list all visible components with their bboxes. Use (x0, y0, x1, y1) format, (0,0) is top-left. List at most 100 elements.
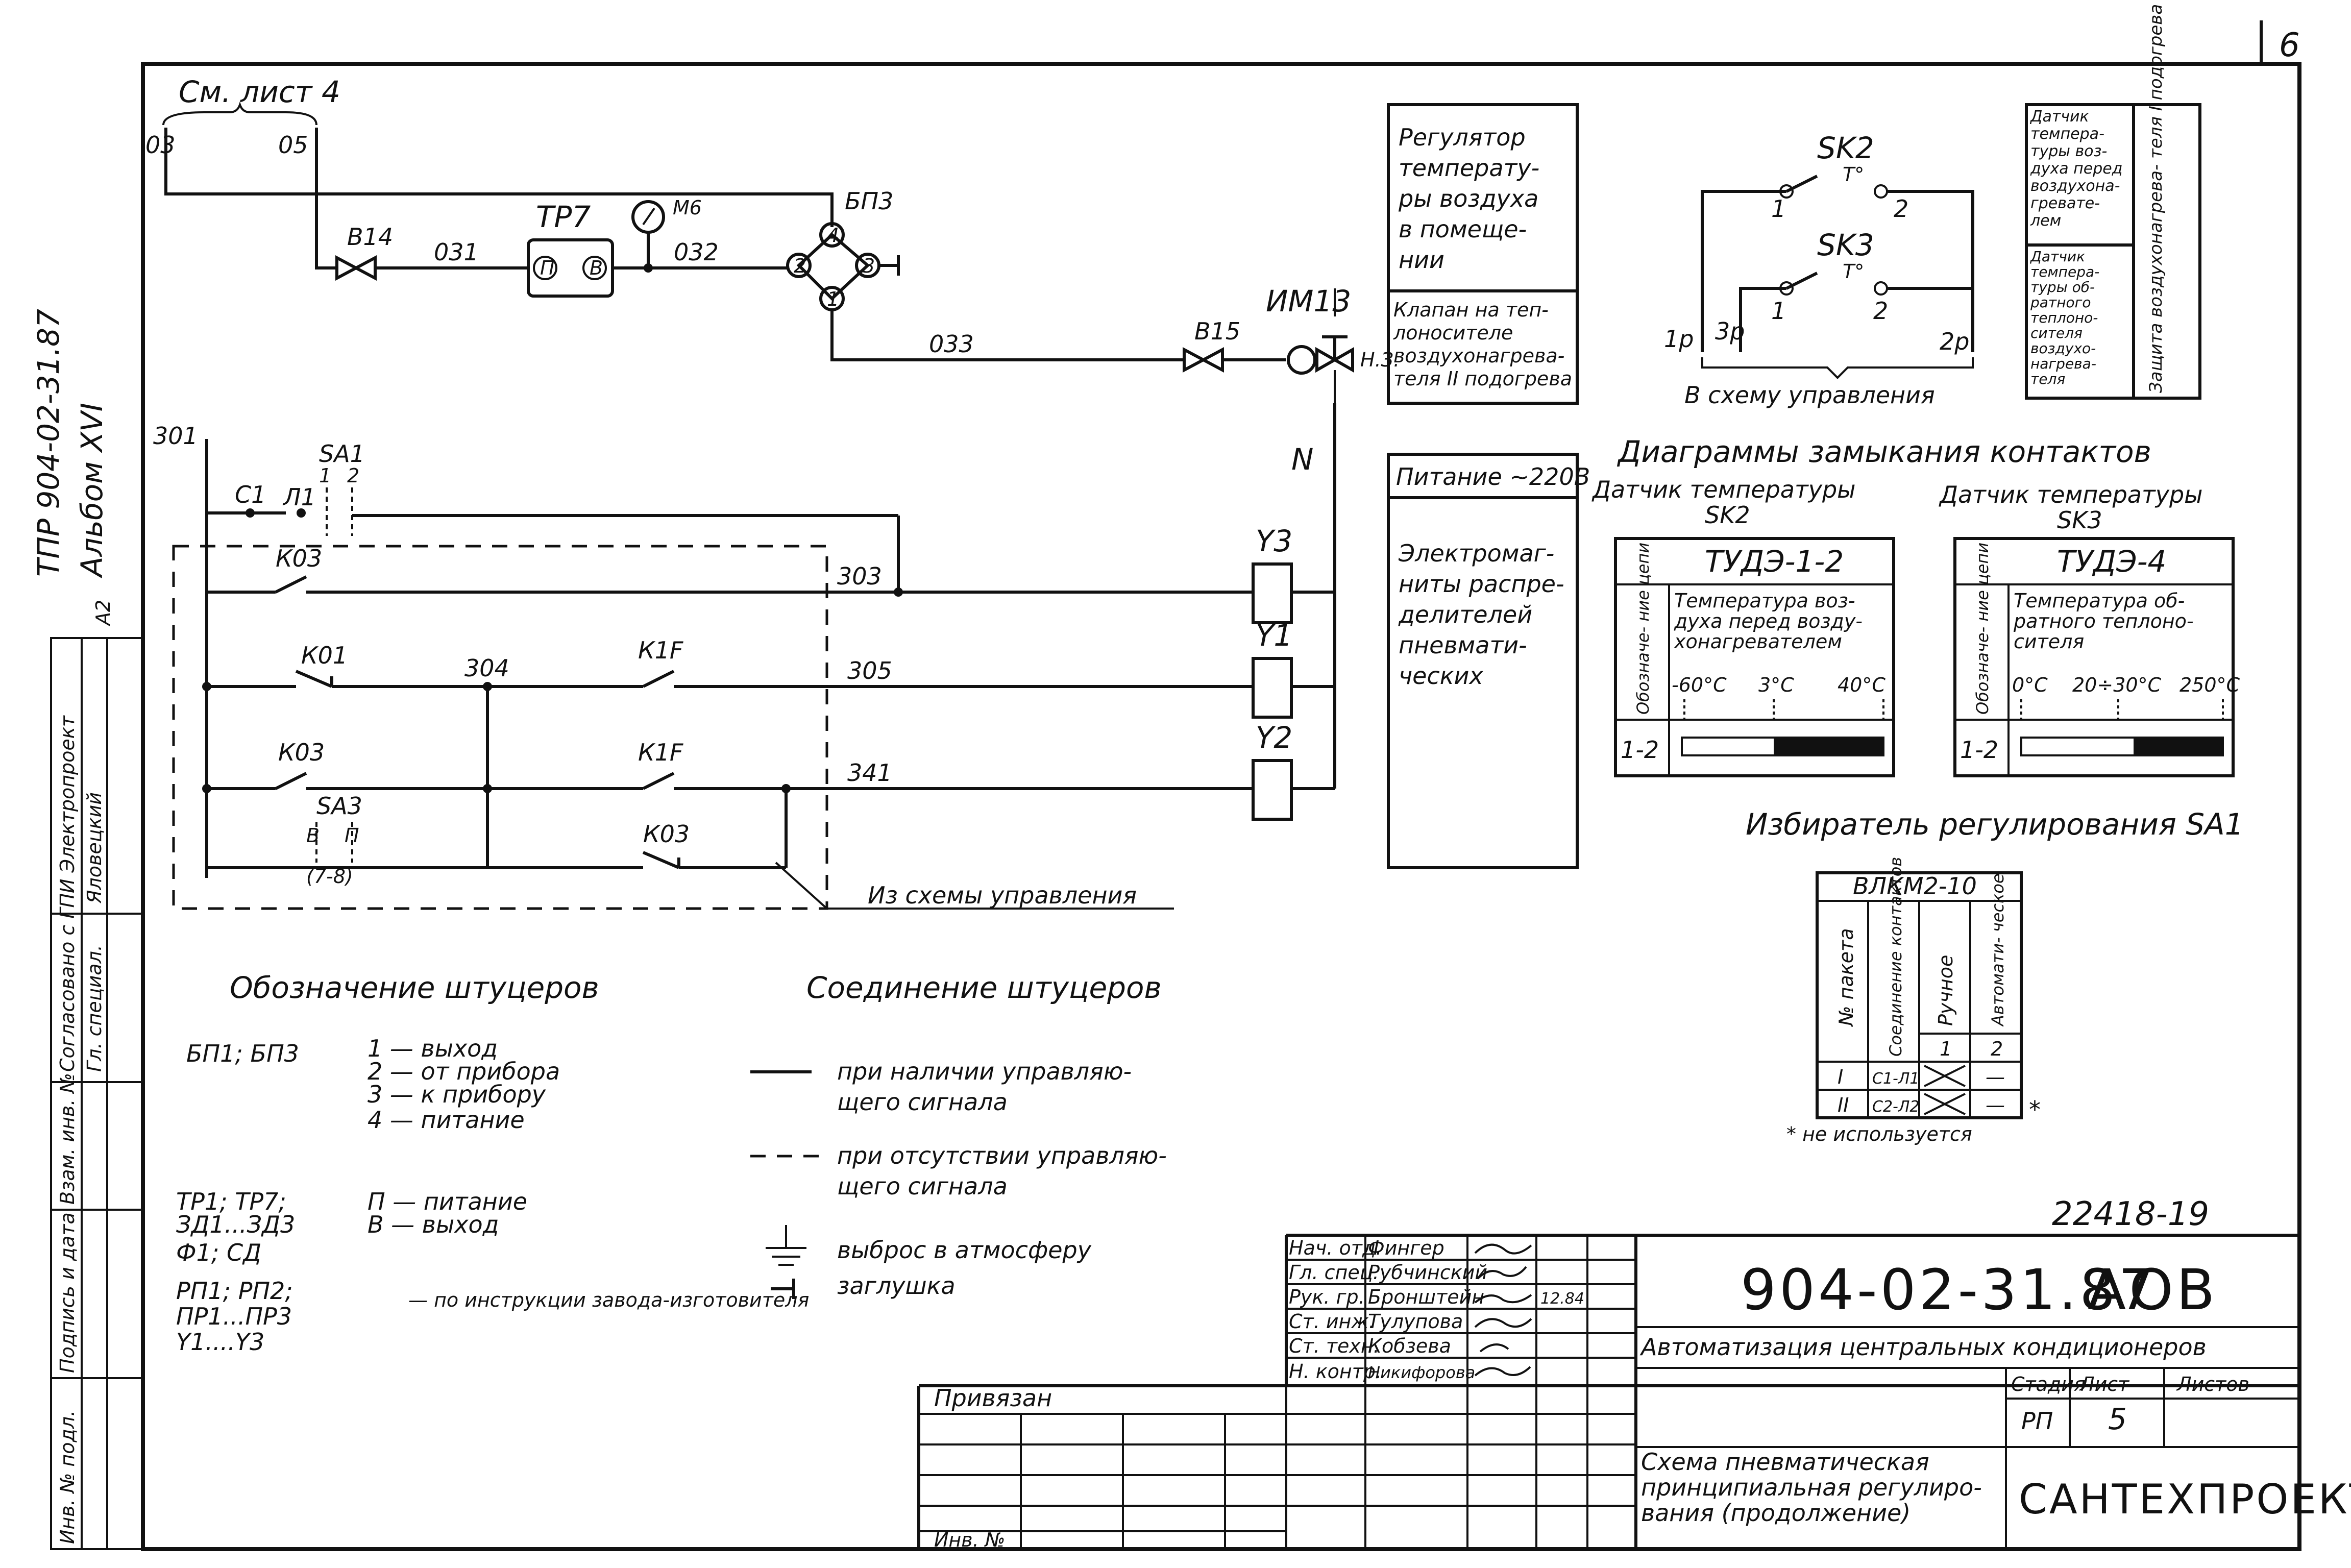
side-l2-4: теплоно- (2030, 309, 2098, 326)
c1-dot (246, 508, 255, 518)
valve-b15-label: В15 (1194, 317, 1240, 345)
side-l2-2: туры об- (2030, 279, 2095, 296)
im13-actuator (1287, 345, 1316, 375)
line-031-start (315, 128, 337, 270)
bp3-body (796, 232, 870, 301)
name-3: Бронштейн (1368, 1286, 1484, 1308)
sk2-t: T° (1843, 163, 1864, 186)
k1f-a-contact (642, 670, 675, 688)
sk3-scale-3: 250°С (2179, 674, 2240, 696)
line-033 (830, 310, 1184, 361)
sk3-n1: 1 (1771, 297, 1786, 325)
legend-rp-3: Y1....Y3 (176, 1328, 264, 1356)
legend-solid-2: щего сигнала (837, 1088, 1008, 1116)
side-spec-role: Гл. специал. (83, 945, 106, 1072)
k01-contact (295, 670, 333, 688)
sk2-desc-1: Температура воз- (1674, 590, 1855, 612)
bp3-port-1-label: 1 (827, 288, 839, 310)
line-033-label: 033 (929, 330, 974, 358)
sk3-label: SK3 (1817, 228, 1874, 262)
tp7-port-v (582, 256, 607, 280)
dot-left-305 (202, 682, 211, 691)
k1f-b-label: К1F (638, 739, 683, 766)
stage-h: Стадия (2011, 1373, 2086, 1395)
legend-vent: выброс в атмосферу (837, 1236, 1092, 1264)
k03a-label: К03 (276, 545, 322, 572)
sk-left-rail (1701, 190, 1786, 352)
role-5: Ст. техн. (1289, 1335, 1380, 1357)
side-l2-1: темпера- (2030, 263, 2099, 280)
drawing-title-2: принципиальная регулиро- (1641, 1474, 1982, 1501)
k03b-label: К03 (278, 739, 325, 766)
role-6: Н. контр. (1289, 1360, 1382, 1383)
selector-row1-auto: — (1986, 1066, 2005, 1088)
ref-sheet-label: См. лист 4 (179, 75, 340, 109)
k03b-contact (275, 772, 307, 790)
sa3-label: SA3 (316, 792, 362, 820)
term-1p: 1р (1664, 325, 1694, 353)
sk3-terminal-1 (1779, 281, 1794, 296)
side-l1-3: духа перед (2030, 160, 2122, 178)
sk2-table (1614, 537, 1895, 777)
selector-col-manual: Ручное (1934, 955, 1957, 1026)
dot-341 (781, 784, 791, 793)
selector-col-auto: Автомати- ческое (1988, 873, 2007, 1027)
sa3-78: (7-8) (306, 865, 353, 888)
side-l1-5: гревате- (2030, 194, 2100, 212)
dot-left-341 (202, 784, 211, 793)
valve-desc-4: теля II подогрева (1393, 368, 1572, 390)
legend-dashed-1: при отсутствии управляю- (837, 1142, 1167, 1169)
sk2-head-1: Датчик температуры (1591, 476, 1856, 503)
l1-dot (297, 508, 306, 518)
legend-dashed-2: щего сигнала (837, 1172, 1008, 1200)
org-name: САНТЕХПРОЕКТ (2019, 1476, 2351, 1523)
sk2-circuit-head: Обозначе- ние цепи (1633, 543, 1653, 715)
project-name: Автоматизация центральных кондиционеров (1639, 1333, 2207, 1361)
side-l1-4: воздухона- (2030, 177, 2120, 195)
bp3-label: БП3 (845, 187, 893, 215)
sk2-scale-2: 3°С (1758, 674, 1794, 696)
side-l2-7: нагрева- (2030, 355, 2096, 372)
selector-model: ВЛКМ2-10 (1853, 872, 1977, 900)
drawing-title-3: вания (продолжение) (1641, 1499, 1911, 1527)
legend-bp-2: 2 — от прибора (368, 1058, 560, 1085)
term-3p: 3р (1715, 317, 1745, 345)
vertical-format: А2 (92, 600, 114, 627)
bp3-port-2 (786, 253, 812, 278)
side-l1-2: туры воз- (2030, 142, 2107, 160)
line-301-label: 301 (153, 422, 198, 450)
sk2-n2: 2 (1894, 195, 1908, 223)
side-l1-6: лем (2030, 212, 2061, 230)
side-l2-6: воздухо- (2030, 340, 2096, 357)
side-protection-label: Защита воздухонагрева- теля I подогрева … (2146, 0, 2166, 393)
sk3-n2: 2 (1873, 297, 1888, 325)
regulator-line-4: в помеще- (1399, 215, 1527, 243)
to-control-brace (1701, 357, 1974, 379)
to-control-label: В схему управления (1684, 381, 1935, 409)
power-label: Питание ~220В (1396, 463, 1590, 491)
coil-y1 (1252, 657, 1293, 719)
name-4: Тулупова (1368, 1310, 1463, 1333)
vertical-code: ТПР 904-02-31.87 (31, 309, 66, 577)
magnets-3: делителей (1398, 601, 1532, 628)
line-341-label: 341 (847, 759, 892, 787)
selector-title: Избиратель регулирования SA1 (1746, 807, 2244, 842)
selector-col-conn: Соединение контактов (1886, 857, 1905, 1057)
sheet-value: 5 (2108, 1402, 2127, 1436)
line-305-label: 305 (847, 657, 892, 684)
regulator-line-1: Регулятор (1399, 124, 1526, 151)
sk2-scale-1: -60°С (1672, 674, 1727, 696)
sheet-h: Лист (2079, 1373, 2130, 1395)
sk3-desc-1: Температура об- (2014, 590, 2185, 612)
selector-row1-manual-x (1924, 1065, 1966, 1087)
selector-row2-manual-x (1924, 1093, 1966, 1115)
selector-col-packet: № пакета (1835, 928, 1857, 1027)
regulator-line-5: нии (1399, 246, 1444, 274)
im13-nz: Н.З. (1360, 349, 1400, 371)
legend-rp-1: РП1; РП2; (176, 1277, 293, 1305)
selector-row1-n: I (1838, 1066, 1843, 1088)
supply-line (164, 128, 834, 227)
sk2-desc-2: духа перед возду- (1674, 610, 1863, 632)
line-05: 05 (278, 131, 308, 159)
sensor-side-box: Датчик темпера- туры воз- духа перед воз… (2025, 0, 2201, 400)
